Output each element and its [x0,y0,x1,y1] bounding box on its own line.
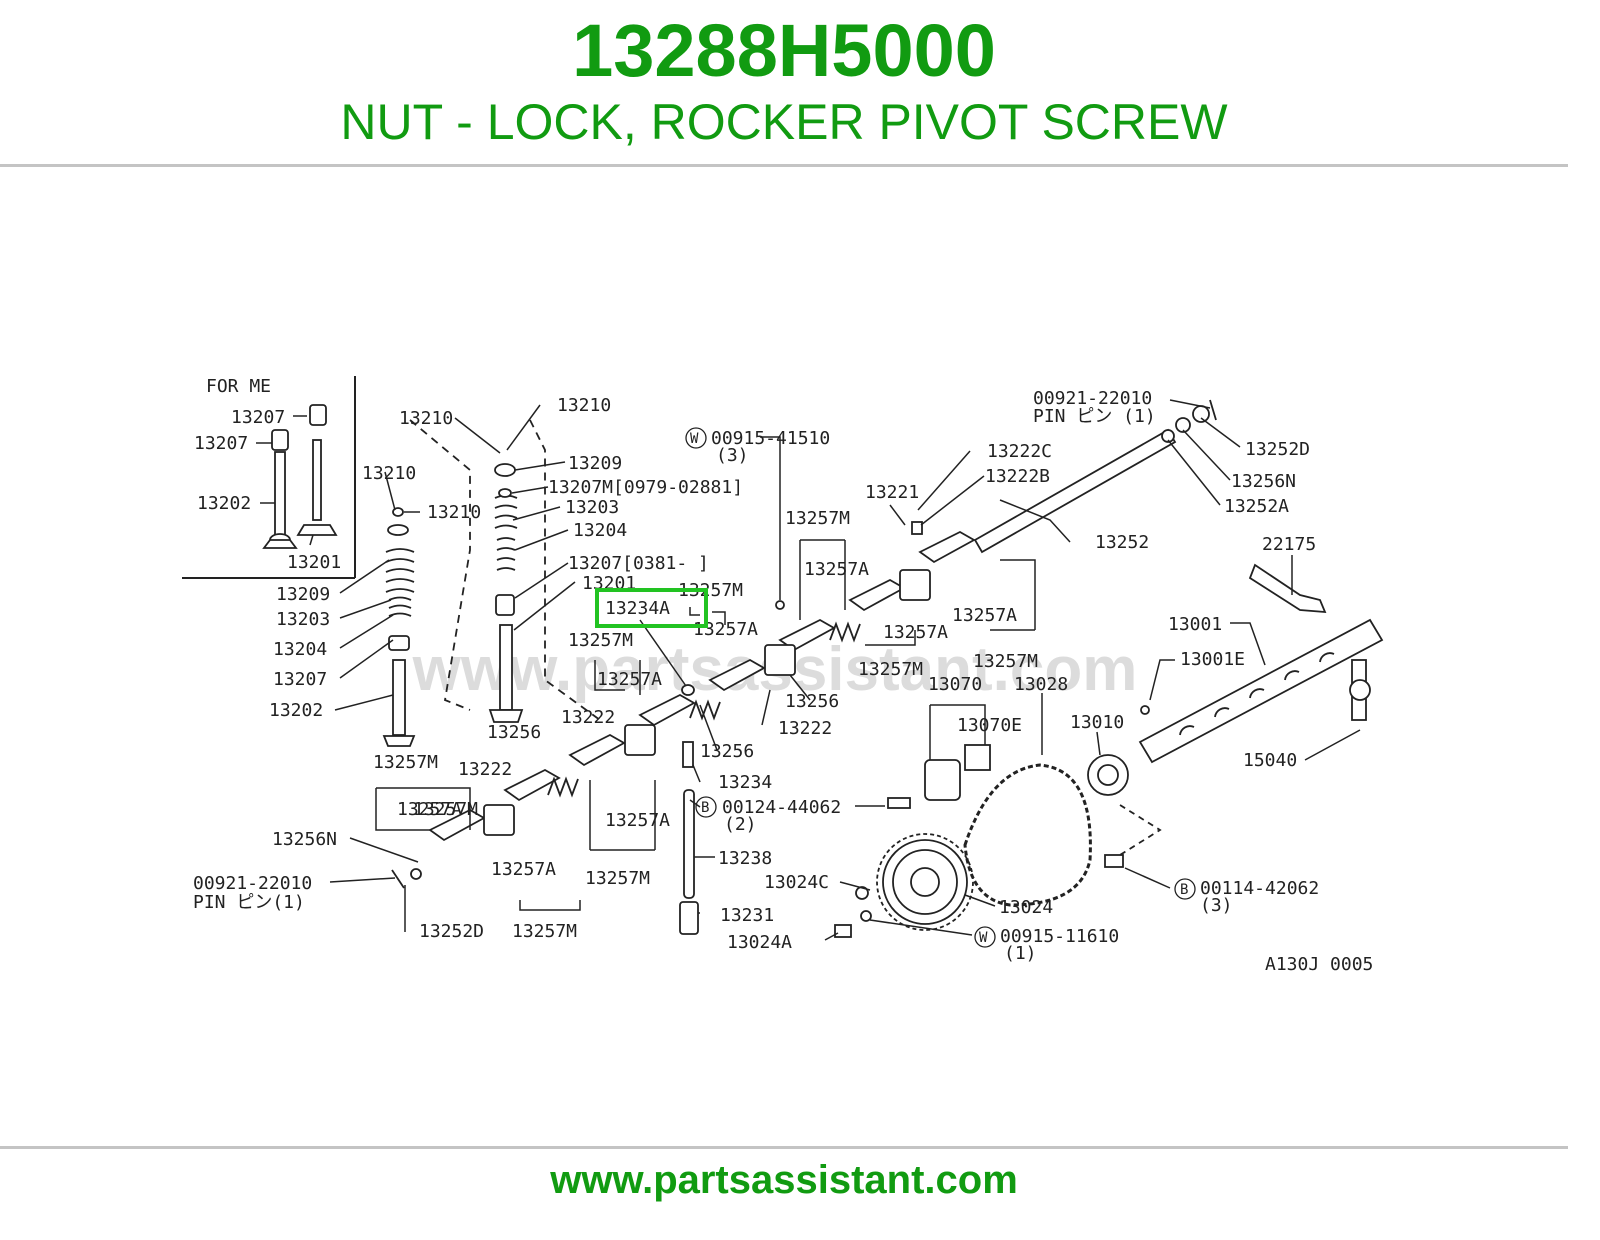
callout: 13257A [952,605,1017,626]
callout: 13210 [399,408,453,429]
callout: 13257M [785,508,850,529]
callout: 13201 [287,552,341,573]
callout: 13257A [397,799,462,820]
svg-text:W: W [690,431,699,447]
callout: 13256 [487,722,541,743]
part-name-subtitle: NUT - LOCK, ROCKER PIVOT SCREW [340,94,1228,150]
callout: 13209 [568,453,622,474]
callout: 13024A [727,932,792,953]
svg-text:B: B [701,800,709,816]
callout: 13001E [1180,649,1245,670]
figure-code: A130J 0005 [1265,954,1373,975]
callout: 13207[0381- ] [568,553,709,574]
callout: 13257A [693,619,758,640]
callout: 13256 [700,741,754,762]
callout: 13001 [1168,614,1222,635]
callout: 13010 [1070,712,1124,733]
callout: 13252D [1245,439,1310,460]
svg-text:B: B [1180,882,1188,898]
callout: 13028 [1014,674,1068,695]
callout: 13257M [585,868,650,889]
page-header: 13288H5000 NUT - LOCK, ROCKER PIVOT SCRE… [0,0,1568,166]
callout: 13210 [362,463,416,484]
callout: 13204 [573,520,627,541]
callout: 22175 [1262,534,1316,555]
callout: 00921-22010 [193,873,312,894]
inset-frame [182,376,356,579]
header-divider [0,164,1568,167]
callouts: FOR ME 13207 13207 13202 13201 13210 132… [193,376,1373,975]
circled-markers: W B B W [685,427,1196,948]
callout: 13209 [276,584,330,605]
callout: 13207 [273,669,327,690]
highlighted-part-callout[interactable]: 13234A [595,588,708,628]
callout: 13252 [1095,532,1149,553]
footer-divider [0,1146,1568,1149]
callout: 13207M[0979-02881] [548,477,743,498]
callout: 00921-22010 [1033,388,1152,409]
footer-website-link[interactable]: www.partsassistant.com [550,1158,1018,1202]
callout: FOR ME [206,376,271,397]
callout: 00124-44062 [722,797,841,818]
callout: PIN ピン (1) [1033,406,1156,427]
svg-text:W: W [979,930,988,946]
callout: (1) [1004,943,1037,964]
callout: 13203 [276,609,330,630]
callout: 13257M [973,651,1038,672]
callout: 13257M [512,921,577,942]
callout: 13256N [1231,471,1296,492]
callout: 13222B [985,466,1050,487]
callout: 13222 [561,707,615,728]
callout: 13222C [987,441,1052,462]
callout: 13257M [678,580,743,601]
callout: 13070E [957,715,1022,736]
callout: 13204 [273,639,327,660]
callout: 13252D [419,921,484,942]
highlighted-part-label: 13234A [605,598,670,619]
callout: 13202 [269,700,323,721]
callout: 13238 [718,848,772,869]
callout: 13257M [568,630,633,651]
callout: PIN ピン(1) [193,892,305,913]
callout: 13024 [999,897,1053,918]
callout: 13222 [458,759,512,780]
callout: 15040 [1243,750,1297,771]
callout: 13231 [720,905,774,926]
callout: 13257A [804,559,869,580]
callout: 13257M [413,799,478,820]
callout: 13202 [197,493,251,514]
callout: 13210 [557,395,611,416]
callout: 13256N [272,829,337,850]
leader-lines [256,399,1361,941]
callout: 13257M [858,659,923,680]
callout: 00114-42062 [1200,878,1319,899]
callout: 13257A [883,622,948,643]
callout: 13207 [231,407,285,428]
callout: 00915-41510 [711,428,830,449]
callout: 13257A [597,669,662,690]
part-drawings [262,399,1384,938]
callout: 13207 [194,433,248,454]
part-number-title: 13288H5000 [572,9,996,92]
callout: (3) [716,445,749,466]
callout: 13257A [491,859,556,880]
callout: 13257M [373,752,438,773]
callout: 13210 [427,502,481,523]
callout: (2) [724,814,757,835]
callout: 13221 [865,482,919,503]
callout: 13070 [928,674,982,695]
callout: 13024C [764,872,829,893]
callout: 13203 [565,497,619,518]
callout: 13256 [785,691,839,712]
callout: 13222 [778,718,832,739]
callout: 13234 [718,772,772,793]
callout: 13252A [1224,496,1289,517]
callout: 13257A [605,810,670,831]
callout: (3) [1200,895,1233,916]
callout: 00915-11610 [1000,926,1119,947]
